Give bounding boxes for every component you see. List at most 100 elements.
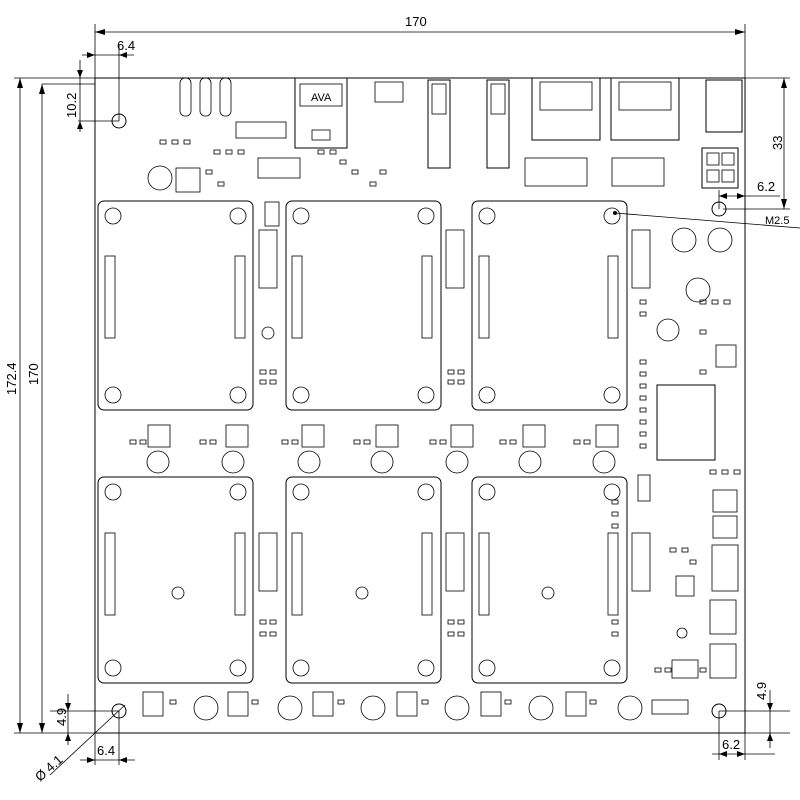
right-column-components xyxy=(637,227,739,679)
smd-pad xyxy=(337,699,345,705)
mounting-holes xyxy=(111,113,727,719)
dim-hole-offset-top: 6.4 xyxy=(82,38,135,121)
dim-bottom-left: 4.9 6.4 Ø 4.1 xyxy=(32,694,135,784)
dim-left-outer-label: 172.4 xyxy=(4,362,19,395)
dim-bottom-left-v-label: 4.9 xyxy=(54,708,69,726)
smd-pad xyxy=(639,359,647,365)
smd-pad xyxy=(209,439,217,445)
smd-pad xyxy=(711,299,719,305)
smd-pad xyxy=(639,443,647,449)
smd-pad xyxy=(237,149,245,155)
smd-pad xyxy=(669,547,677,553)
smd-pad xyxy=(639,431,647,437)
smd-pad xyxy=(664,667,672,673)
smd-pad xyxy=(259,619,267,625)
smd-pad xyxy=(281,439,289,445)
passive-components xyxy=(129,139,741,705)
smd-pad xyxy=(611,619,619,625)
module-1 xyxy=(97,200,254,411)
board-outline xyxy=(94,77,746,734)
smd-pad xyxy=(611,511,619,517)
smd-pad xyxy=(589,699,597,705)
power-header xyxy=(701,147,739,189)
smd-pad xyxy=(699,369,707,375)
smd-pad xyxy=(363,439,371,445)
top-capacitor xyxy=(147,165,173,191)
top-ic-soic xyxy=(257,157,301,179)
smd-pad xyxy=(721,469,729,475)
module-4 xyxy=(97,476,254,684)
smd-pad xyxy=(639,311,647,317)
smd-pad xyxy=(699,329,707,335)
smd-pad xyxy=(639,395,647,401)
power-jack xyxy=(705,79,743,133)
smd-pad xyxy=(269,369,277,375)
dim-bottom-left-h-label: 6.4 xyxy=(97,743,115,758)
smd-pad xyxy=(379,169,387,175)
smd-pad xyxy=(369,181,377,187)
screw-label: M2.5 xyxy=(765,215,789,227)
smd-pad xyxy=(259,369,267,375)
usb-label: AVA xyxy=(311,92,332,104)
smd-pad xyxy=(457,619,465,625)
smd-pad xyxy=(429,439,437,445)
smd-pad xyxy=(457,379,465,385)
smd-pad xyxy=(699,299,707,305)
module-5 xyxy=(285,476,442,684)
smd-pad xyxy=(129,439,137,445)
dim-right-hole-offset-label: 6.2 xyxy=(757,179,775,194)
smd-pad xyxy=(583,439,591,445)
module-slots xyxy=(97,200,628,684)
dim-bottom-right-h-label: 6.2 xyxy=(722,737,740,752)
smd-pad xyxy=(269,379,277,385)
smd-pad xyxy=(353,439,361,445)
smd-pad xyxy=(504,699,512,705)
hole-diameter-label: Ø 4.1 xyxy=(32,752,66,784)
dim-hole-offset-left-label: 10.2 xyxy=(64,93,79,118)
smd-pad xyxy=(447,369,455,375)
transformer-2 xyxy=(611,157,665,187)
smd-pad xyxy=(217,181,225,187)
smd-pad xyxy=(139,439,147,445)
smd-pad xyxy=(499,439,507,445)
smd-pad xyxy=(159,139,167,145)
regulator-row xyxy=(146,424,619,474)
smd-pad xyxy=(457,631,465,637)
module-3 xyxy=(471,200,628,411)
sma-connectors xyxy=(427,79,510,169)
smd-pad xyxy=(699,667,707,673)
dim-hole-offset-top-label: 6.4 xyxy=(117,38,135,53)
main-qfp-chip xyxy=(656,384,716,461)
dim-left-heights: 172.4 170 xyxy=(4,77,95,734)
smd-pad xyxy=(171,139,179,145)
smd-pad xyxy=(639,419,647,425)
smd-pad xyxy=(723,299,731,305)
top-connectors: AVA xyxy=(147,77,743,193)
smd-pad xyxy=(611,523,619,529)
smd-pad xyxy=(339,159,347,165)
smd-pad xyxy=(421,699,429,705)
smd-pad xyxy=(447,379,455,385)
smd-pad xyxy=(169,699,177,705)
led-group xyxy=(179,77,232,117)
dim-top-width: 170 xyxy=(94,14,746,78)
smd-pad xyxy=(439,439,447,445)
smd-pad xyxy=(611,631,619,637)
dim-bottom-right-v-label: 4.9 xyxy=(754,682,769,700)
smd-pad xyxy=(639,407,647,413)
smd-pad xyxy=(269,631,277,637)
smd-pad xyxy=(213,149,221,155)
smd-pad xyxy=(199,439,207,445)
smd-pad xyxy=(689,559,697,565)
smd-pad xyxy=(457,369,465,375)
smd-pad xyxy=(269,619,277,625)
smd-pad xyxy=(205,169,213,175)
smd-pad xyxy=(681,547,689,553)
smd-pad xyxy=(733,469,741,475)
smd-pad xyxy=(291,439,299,445)
smd-pad xyxy=(709,469,717,475)
transformer-1 xyxy=(524,157,588,187)
dim-right-upper: 33 6.2 M2.5 xyxy=(613,77,800,229)
smd-pad xyxy=(611,499,619,505)
